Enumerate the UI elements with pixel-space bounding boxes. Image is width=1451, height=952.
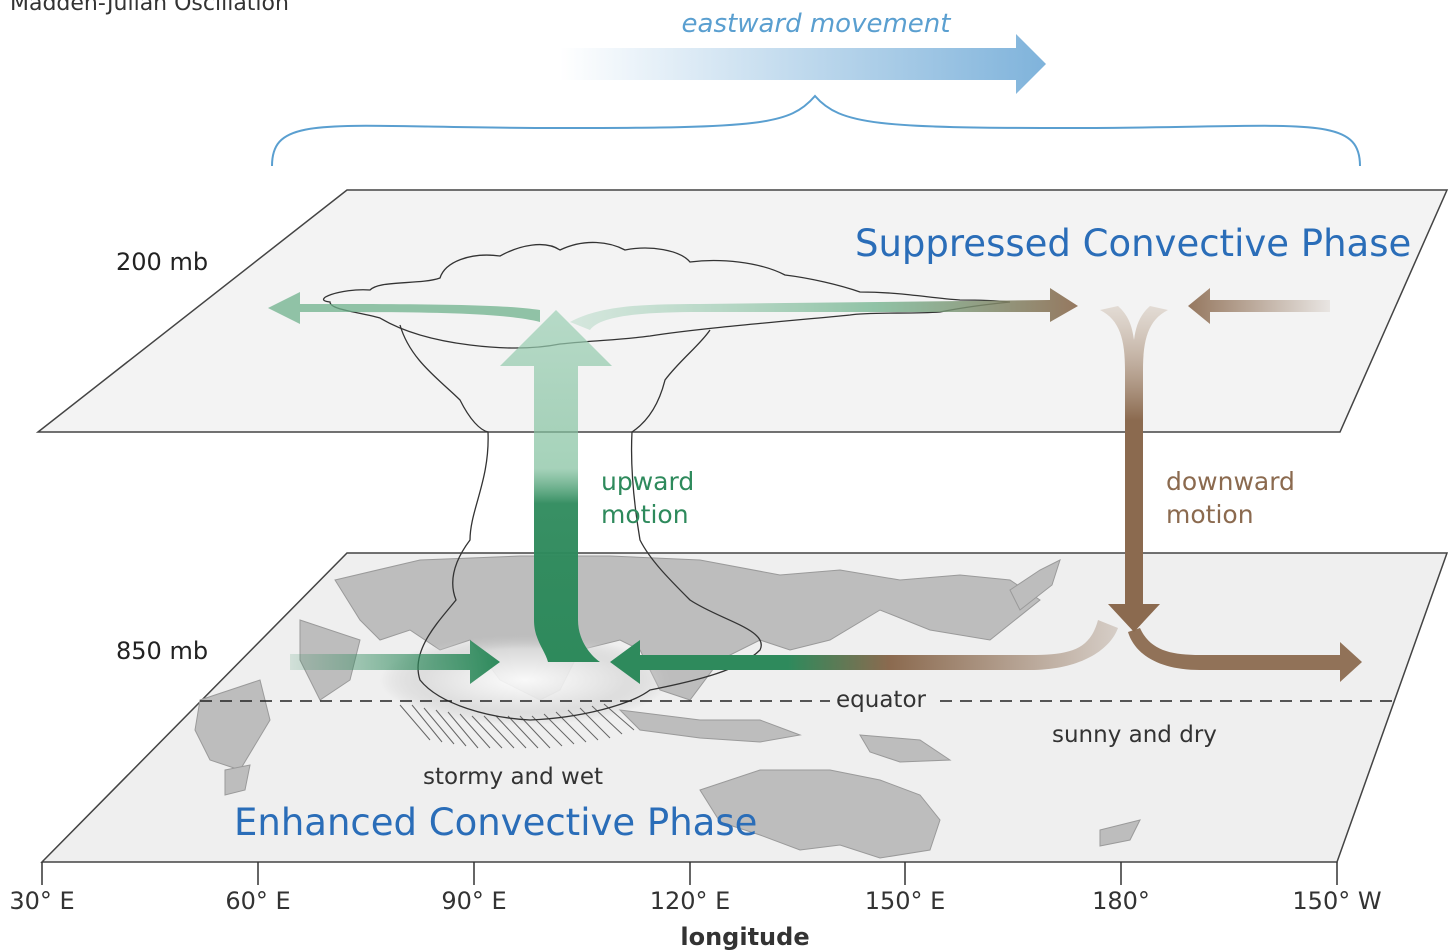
lower-east-arrow	[610, 620, 1118, 684]
longitude-axis	[41, 862, 1338, 885]
tick-label-60e: 60° E	[225, 887, 290, 915]
indonesia-landmass	[618, 709, 802, 743]
madagascar-landmass	[224, 764, 251, 796]
japan-landmass	[1009, 559, 1061, 611]
equator-label: equator	[836, 687, 927, 713]
sunny-dry-label: sunny and dry	[1052, 722, 1217, 748]
upper-west-arrow	[268, 292, 540, 324]
lower-west-arrow	[290, 640, 500, 684]
eastward-arrow	[560, 34, 1046, 94]
level-200mb: 200 mb	[116, 248, 208, 276]
tick-label-150w: 150° W	[1292, 887, 1381, 915]
upper-brown-right-arrow	[1188, 288, 1330, 324]
tick-label-120e: 120° E	[650, 887, 731, 915]
cloud-column	[399, 324, 762, 721]
upward-motion-arrow	[500, 310, 612, 662]
downward-label-line2: motion	[1166, 500, 1254, 529]
upward-label-line2: motion	[601, 500, 689, 529]
upward-label-line1: upward	[601, 467, 694, 496]
enhanced-phase-label: Enhanced Convective Phase	[234, 801, 757, 844]
newzealand-landmass	[1099, 819, 1141, 847]
downward-label-line1: downward	[1166, 467, 1295, 496]
stormy-wet-label: stormy and wet	[423, 764, 603, 790]
newguinea-landmass	[859, 734, 952, 763]
upper-east-arrow	[570, 288, 1078, 330]
lower-brown-right-arrow	[1128, 628, 1362, 682]
australia-landmass	[699, 769, 941, 859]
downward-motion-stem	[1100, 306, 1168, 632]
tick-label-30e: 30° E	[9, 887, 74, 915]
storm-shadow	[380, 635, 670, 725]
extent-brace	[271, 94, 1361, 167]
tick-label-150e: 150° E	[865, 887, 946, 915]
tick-label-90e: 90° E	[441, 887, 506, 915]
suppressed-phase-label: Suppressed Convective Phase	[855, 222, 1411, 265]
diagram-title: Madden-Julian Oscillation	[10, 0, 289, 16]
axis-title: longitude	[680, 923, 809, 951]
eastward-label: eastward movement	[682, 9, 952, 39]
tick-label-180: 180°	[1092, 887, 1150, 915]
level-850mb: 850 mb	[116, 637, 208, 665]
